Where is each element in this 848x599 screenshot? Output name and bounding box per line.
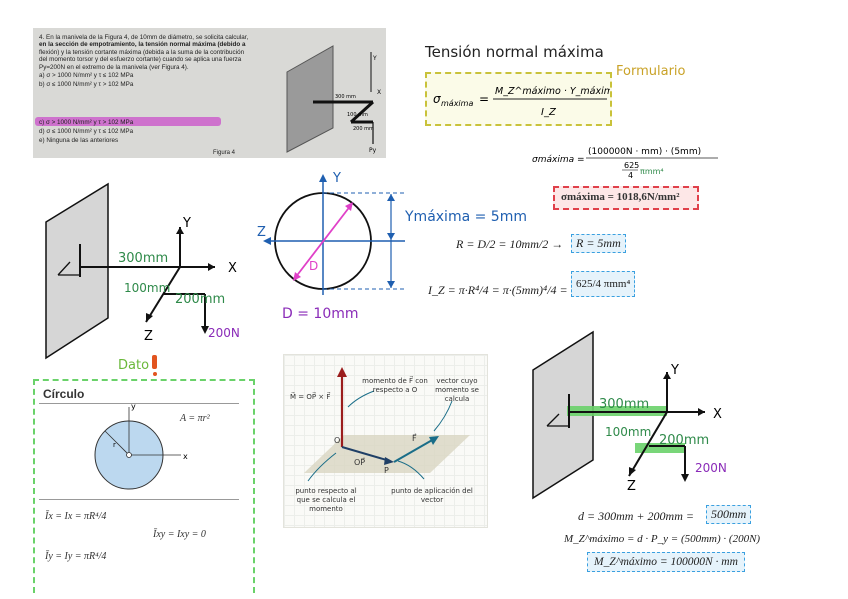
ymax-label: Ymáxima = 5mm (405, 209, 527, 225)
application-caption: punto de aplicación del vector (391, 487, 473, 504)
fig-300-label: 300 mm (335, 94, 356, 100)
point-p: P (384, 466, 389, 475)
section-title: Tensión normal máxima (425, 43, 604, 61)
d-value-label: D = 10mm (282, 306, 359, 322)
reference-caption: punto respecto al que se calcula el mome… (295, 487, 357, 513)
circle-ixy: Īxy = Ixy = 0 (153, 529, 206, 540)
wall-plane-1 (45, 182, 109, 360)
option-a: a) σ > 1000 N/mm² y τ ≤ 102 MPa (39, 72, 134, 79)
sketch1-300: 300mm (118, 251, 168, 266)
radius-equation: R = D/2 = 10mm/2 → (456, 237, 564, 251)
sketch2-z: Z (627, 479, 636, 494)
option-b: b) σ ≤ 1000 N/mm² y τ > 102 MPa (39, 81, 134, 88)
fig-100-label: 100 mm (347, 112, 368, 118)
moment-equation: M_Z^máximo = d · P_y = (500mm) · (200N) (564, 533, 761, 545)
sketch1-y: Y (182, 216, 191, 231)
selected-option-highlight (35, 117, 221, 126)
inertia-equation: I_Z = π·R⁴/4 = π·(5mm)⁴/4 = (428, 283, 568, 297)
sigma-result: σmáxima = 1018,6N/mm² (561, 191, 680, 203)
circle-figure: y x r (94, 402, 188, 490)
moment-card: O P OP⃗ F⃗ M⃗ = OP⃗ × F⃗ momento de F⃗ c… (283, 354, 488, 528)
fig-y-label: Y (372, 55, 377, 62)
fig-x-label: X (377, 89, 381, 96)
sketch2-300: 300mm (599, 397, 649, 412)
circle-properties-panel: Círculo A = πr² y x r Īx = Ix = πR⁴/4 Īx… (33, 379, 255, 593)
crank-sketch-2: X Y Z 300mm 100mm 200mm 200N (532, 330, 727, 500)
formula-denominator: I_Z (541, 107, 557, 118)
exclamation-icon (152, 355, 157, 369)
calc-numerator: (100000N · mm) · (5mm) (588, 147, 701, 157)
calc-den-den: 4 (628, 171, 633, 180)
problem-statement-photo: 4. En la manivela de la Figura 4, de 10m… (33, 28, 386, 158)
sketch1-x: X (228, 261, 237, 276)
problem-line: flexión) y la tensión cortante máxima (d… (39, 48, 245, 56)
moment-diagram: O P OP⃗ F⃗ M⃗ = OP⃗ × F⃗ (290, 367, 470, 482)
circle-y: y (131, 402, 136, 411)
circle-iy: Īy = Iy = πR⁴/4 (45, 551, 107, 562)
sketch2-x: X (713, 407, 722, 422)
sketch2-force: 200N (695, 461, 727, 475)
moment-caption: momento de F⃗ con respecto a O (362, 377, 428, 394)
figure-label: Figura 4 (213, 150, 236, 156)
calc-den-num: 625 (624, 161, 639, 170)
section-d-label: D (309, 259, 318, 273)
arm-100 (145, 266, 181, 323)
equals-sign: = (479, 92, 489, 106)
sigma-result-box: σmáxima = 1018,6N/mm² (553, 186, 699, 210)
highlight-200 (635, 443, 685, 453)
circle-x: x (183, 452, 188, 461)
main-formula: σ máxima = M_Z^máximo · Y_máxima I_Z (433, 86, 619, 118)
option-d: d) σ ≤ 1000 N/mm² y τ ≤ 102 MPa (39, 128, 134, 135)
sketch1-z: Z (144, 329, 153, 344)
problem-figure: Y X 300 mm 100 mm 200 mm Py (286, 45, 381, 154)
moment-formula: M⃗ = OP⃗ × F⃗ (290, 392, 330, 401)
point-o: O (334, 436, 340, 445)
option-e: e) Ninguna de las anteriores (39, 137, 119, 144)
formulario-label: Formulario (616, 64, 686, 79)
cross-section-sketch: Y Z D (257, 171, 405, 295)
sketch2-y: Y (670, 363, 679, 378)
problem-text: 4. En la manivela de la Figura 4, de 10m… (39, 34, 279, 71)
plane (304, 435, 470, 473)
calc-den-tail: πmm⁴ (640, 167, 664, 176)
vector-caption: vector cuyo momento se calcula (435, 377, 479, 403)
sketch2-200: 200mm (659, 433, 709, 448)
distance-equation: d = 300mm + 200mm = (578, 509, 694, 523)
moment-result: M_Z^máximo = 100000N · mm (587, 552, 745, 572)
op-label: OP⃗ (354, 457, 365, 467)
sketch2-100: 100mm (605, 425, 651, 439)
dato-label: Dato (118, 358, 150, 373)
section-z-label: Z (257, 225, 266, 240)
distance-result: 500mm (706, 505, 752, 524)
sketch1-force: 200N (208, 326, 240, 340)
formula-numerator: M_Z^máximo · Y_máxima (495, 86, 610, 97)
sigma-calculation: σmáxima = (100000N · mm) · (5mm) 625 4 π… (532, 147, 718, 180)
problem-line: del momento torsor y del esfuerzo cortan… (39, 56, 242, 64)
sketch1-200: 200mm (175, 292, 225, 307)
fig-py-label: Py (369, 147, 377, 154)
circle-heading: Círculo (43, 387, 85, 401)
circle-area: A = πr² (180, 413, 210, 424)
problem-line: 4. En la manivela de la Figura 4, de 10m… (39, 34, 249, 41)
circle-r: r (113, 441, 116, 449)
wall-plane-2 (532, 330, 594, 500)
fig-200-label: 200 mm (353, 126, 374, 132)
problem-line: en la sección de empotramiento, la tensi… (39, 41, 246, 49)
diameter-line (294, 204, 352, 279)
sigma-symbol: σ (433, 92, 441, 106)
calc-lhs: σmáxima = (532, 155, 585, 165)
circle-ix: Īx = Ix = πR⁴/4 (45, 511, 107, 522)
sketch1-100: 100mm (124, 281, 170, 295)
inertia-result: 625/4 πmm⁴ (571, 271, 636, 297)
crank-sketch-1: X Y Z 300mm 100mm 200mm 200N (45, 182, 240, 360)
problem-line: Py=200N en el extremo de la manivela (ve… (39, 63, 189, 71)
section-y-label: Y (332, 171, 341, 186)
f-label: F⃗ (412, 433, 417, 443)
option-c: c) σ > 1000 N/mm² y τ > 102 MPa (39, 119, 134, 126)
main-formula-box: σ máxima = M_Z^máximo · Y_máxima I_Z (425, 72, 619, 126)
sigma-subscript: máxima (441, 99, 473, 108)
radius-result: R = 5mm (571, 234, 626, 253)
